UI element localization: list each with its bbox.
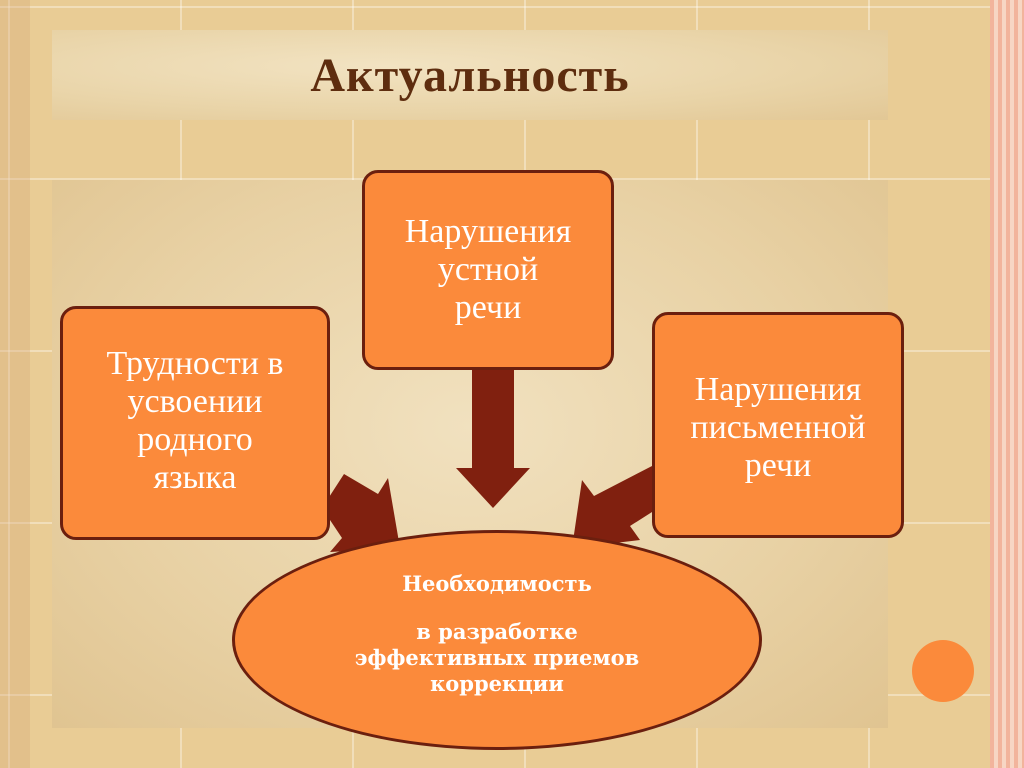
arrow-left-diagonal [322,474,400,552]
ellipse-line: эффективных приемов [354,645,640,670]
ellipse-body: в разработке эффективных приемов коррекц… [235,619,759,697]
box-line: Нарушения [694,371,862,408]
box-line: письменной [690,409,866,446]
box-line: родного [137,421,253,458]
arrow-down-center [456,370,530,508]
ellipse-line: в разработке [416,619,578,644]
left-border-stripe [0,0,30,768]
ellipse-line: коррекции [430,671,564,696]
page-title: Актуальность [310,49,630,102]
arrow-right-diagonal [572,466,674,548]
box-oral-speech-disorders: Нарушения устной речи [362,170,614,370]
box-line: речи [744,447,812,484]
decorative-circle [912,640,974,702]
box-written-speech-disorders: Нарушения письменной речи [652,312,904,538]
ellipse-heading: Необходимость [402,571,592,596]
title-panel [52,30,888,120]
center-ellipse-necessity: Необходимость в разработке эффективных п… [232,530,762,750]
box-line: речи [454,289,522,326]
box-line: языка [153,459,237,496]
box-line: усвоении [127,383,263,420]
right-border-stripes [990,0,1024,768]
box-line: Трудности в [106,345,284,382]
box-line: Нарушения [404,213,572,250]
box-line: устной [437,251,539,288]
box-native-language-difficulties: Трудности в усвоении родного языка [60,306,330,540]
